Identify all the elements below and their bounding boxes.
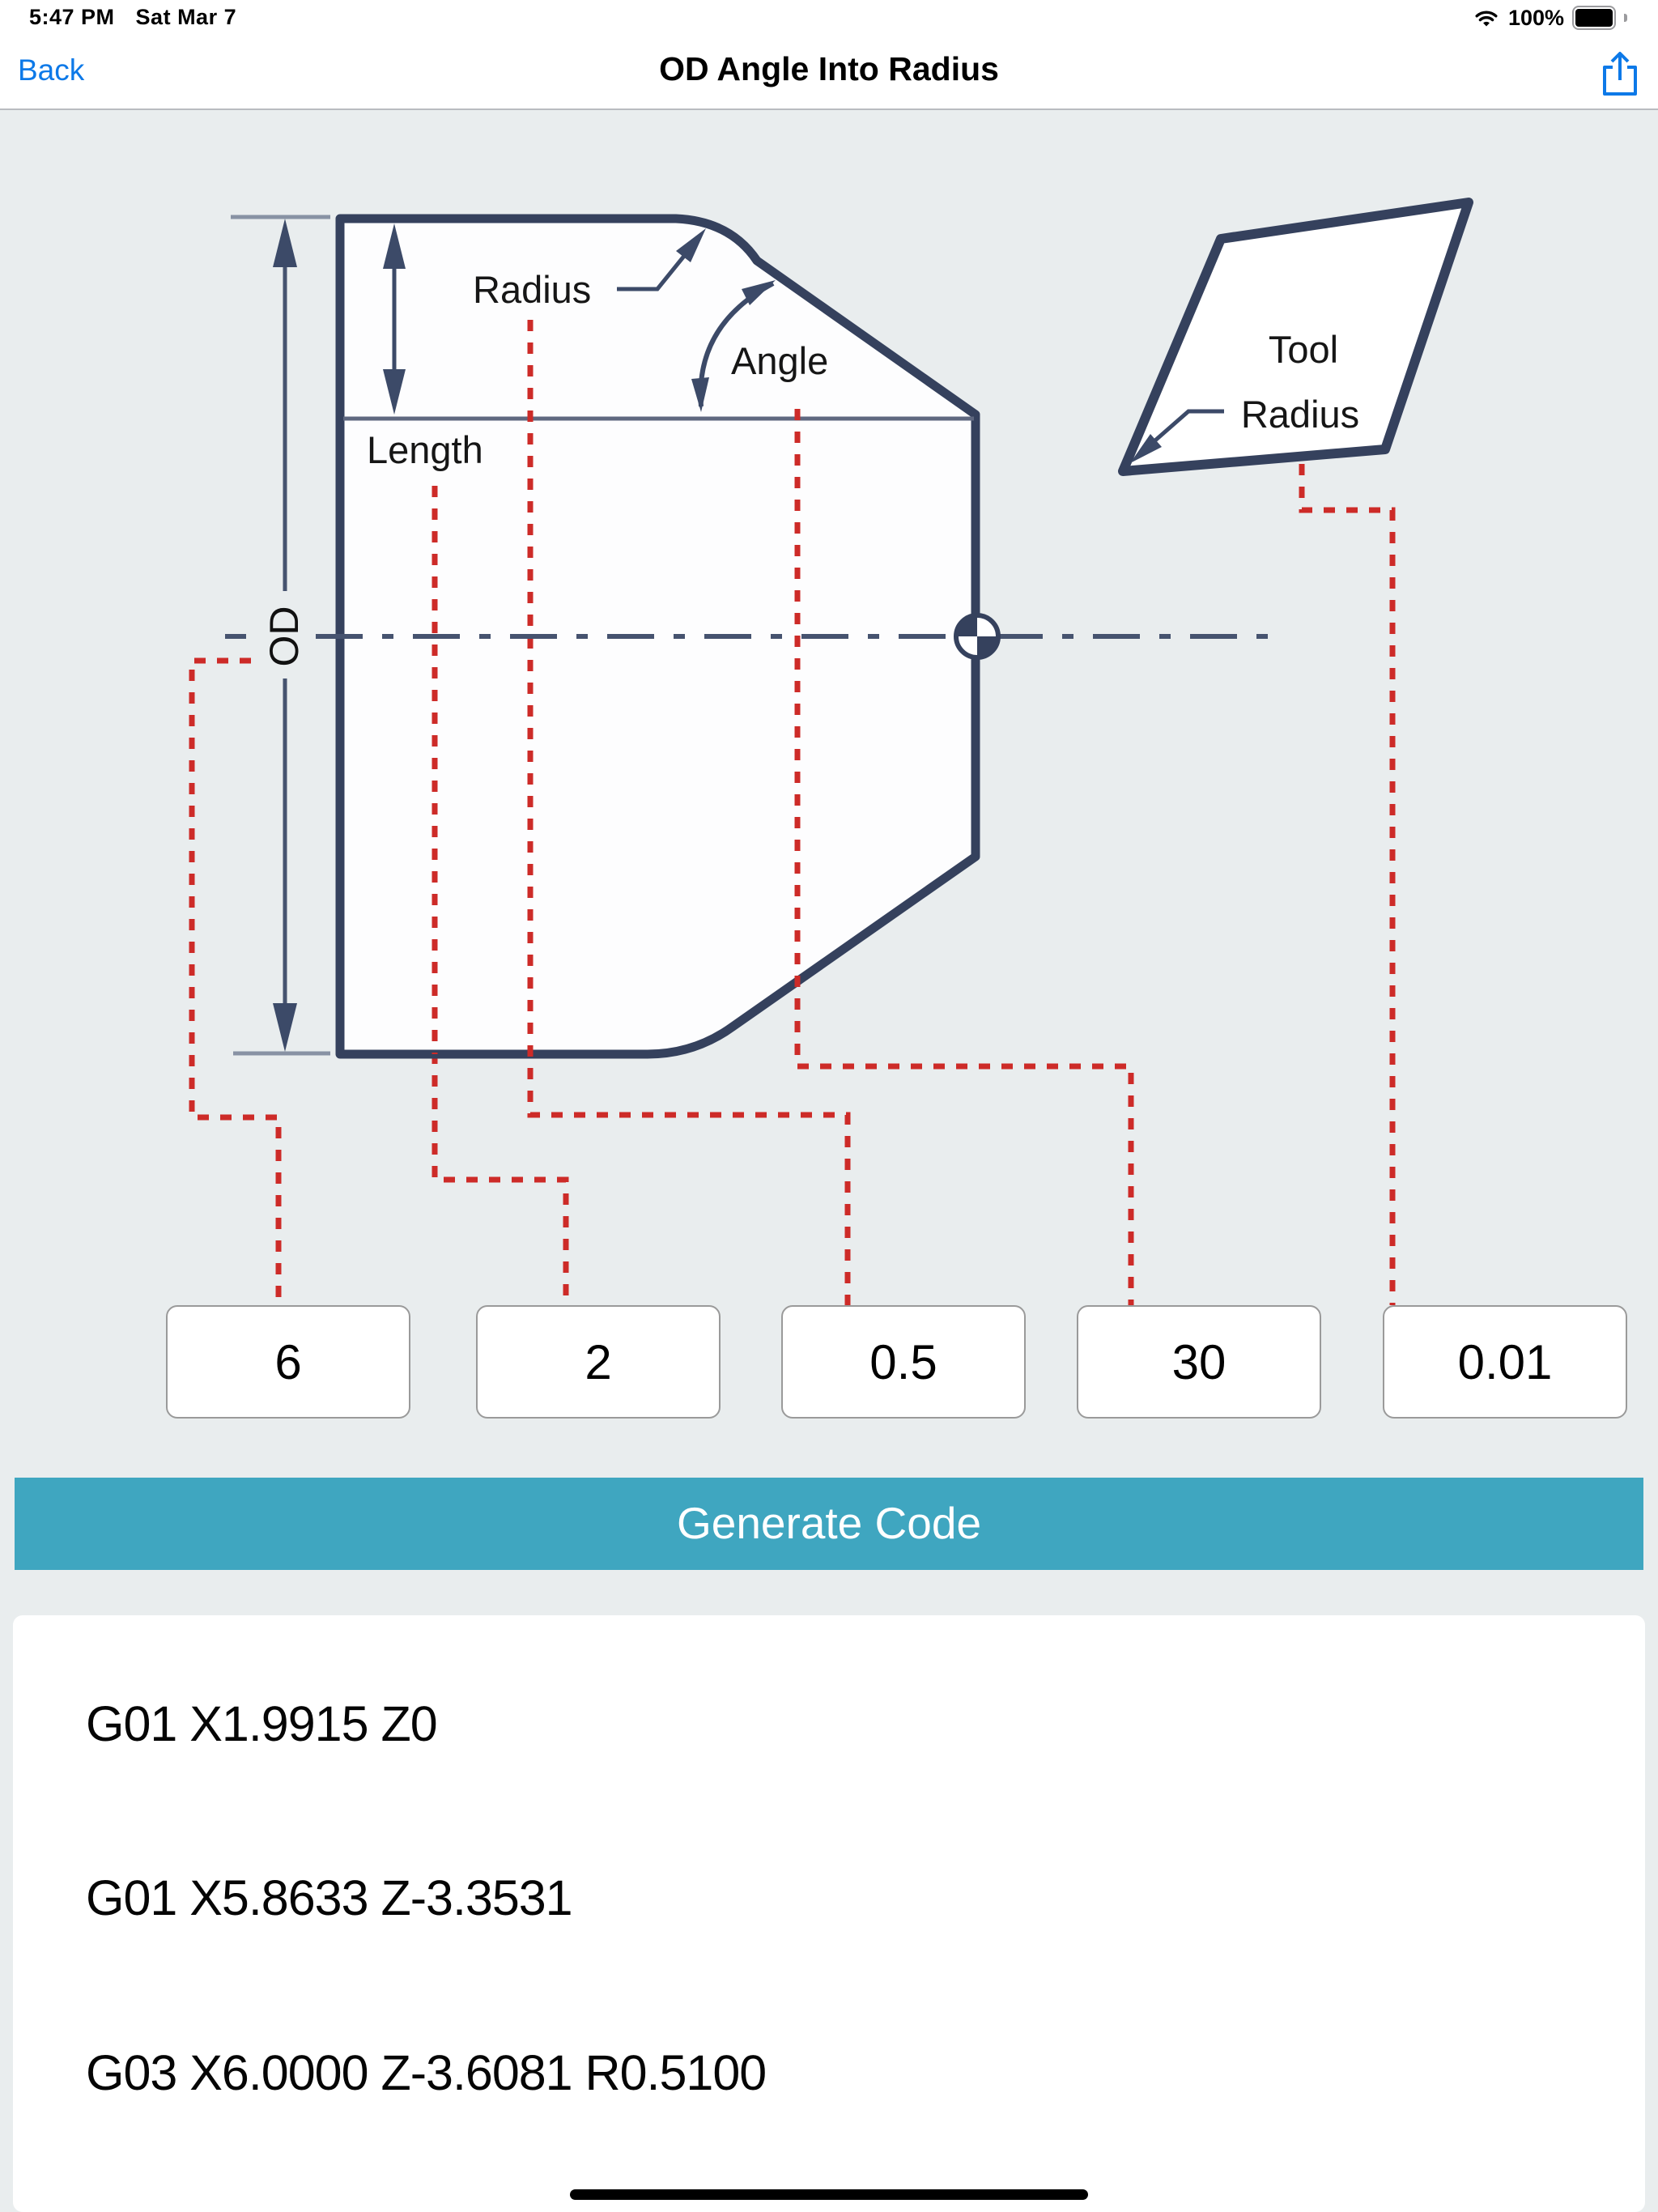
link-line-od: [189, 657, 282, 1305]
status-time: 5:47 PM: [29, 5, 115, 29]
battery-icon: [1572, 6, 1616, 30]
angle-input[interactable]: [1077, 1305, 1321, 1419]
share-icon[interactable]: [1601, 50, 1639, 97]
radius-leader: [617, 228, 706, 291]
angle-arc: [691, 280, 776, 412]
top-bars: 5:47 PM Sat Mar 7 100% Back OD Angle Into…: [0, 0, 1658, 110]
gcode-line: G01 X1.9915 Z0: [86, 1696, 438, 1751]
radius-label: Radius: [473, 268, 591, 311]
radius-depth-dimension: [383, 223, 406, 415]
angle-label: Angle: [731, 339, 828, 382]
length-label: Length: [367, 428, 483, 471]
back-button[interactable]: Back: [18, 53, 85, 87]
radius-input[interactable]: [781, 1305, 1026, 1419]
od-dimension: [231, 215, 330, 1056]
link-line-radius: [527, 320, 851, 1305]
part-diagram: OD Radius Angle Length Tool Radius: [189, 198, 1473, 1305]
tool-label-line1: Tool: [1269, 328, 1338, 371]
tool-label-line2: Radius: [1241, 393, 1359, 436]
length-input[interactable]: [476, 1305, 721, 1419]
page-title: OD Angle Into Radius: [659, 50, 999, 87]
part-outline: [335, 214, 980, 1059]
status-time-date: 5:47 PM Sat Mar 7: [29, 5, 236, 30]
center-datum-mark: [954, 613, 1001, 660]
od-input[interactable]: [166, 1305, 410, 1419]
tool-insert-shape: [1118, 198, 1473, 476]
tool-radius-input[interactable]: [1383, 1305, 1627, 1419]
gcode-line: G01 X5.8633 Z-3.3531: [86, 1870, 573, 1925]
link-line-tool-radius: [1299, 441, 1396, 1305]
od-label: OD: [261, 606, 307, 667]
gcode-line: G03 X6.0000 Z-3.6081 R0.5100: [86, 2045, 767, 2100]
gcode-output-panel: G01 X1.9915 Z0 G01 X5.8633 Z-3.3531 G03 …: [13, 1615, 1645, 2212]
tool-radius-leader: [1130, 409, 1224, 463]
battery-percent: 100%: [1507, 5, 1564, 30]
home-indicator[interactable]: [570, 2189, 1088, 2200]
generate-code-button[interactable]: Generate Code: [15, 1478, 1643, 1570]
status-date: Sat Mar 7: [135, 5, 237, 29]
battery-nub: [1624, 14, 1627, 22]
wifi-icon: [1475, 11, 1498, 27]
